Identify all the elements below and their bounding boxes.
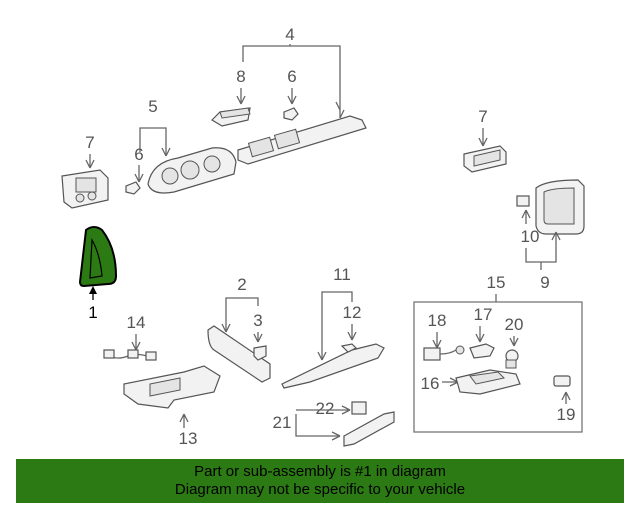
harness-part-14	[103, 349, 157, 361]
bracket-part-3	[253, 345, 267, 361]
bulb-part-20	[505, 349, 519, 369]
switch-part-18	[423, 345, 465, 361]
callout-9: 9	[540, 273, 549, 292]
cluster-bezel-part-5	[147, 147, 237, 194]
callout-5-group: 5 6	[134, 97, 171, 183]
clip-part-22	[351, 401, 367, 415]
callout-10: 10	[521, 227, 540, 246]
callout-4: 4	[285, 25, 294, 44]
housing-part-16	[455, 369, 521, 395]
clip-part-6a	[125, 181, 141, 195]
callout-1: 1	[88, 303, 97, 322]
callout-7b-group: 7	[478, 107, 488, 147]
bolster-part-2	[207, 325, 271, 383]
vent-part-8	[211, 107, 251, 127]
banner-line-1: Part or sub-assembly is #1 in diagram	[194, 463, 446, 480]
glovebox-part-9	[535, 179, 585, 235]
info-banner: Part or sub-assembly is #1 in diagram Di…	[16, 459, 624, 503]
group-15-box	[413, 301, 583, 433]
callout-17: 17	[474, 305, 493, 324]
callout-14: 14	[127, 313, 146, 332]
sill-plate-part-21	[343, 411, 395, 447]
callout-18: 18	[428, 311, 447, 330]
part-1-highlighted: 1	[78, 226, 118, 322]
callout-4-group: 4 8 6	[236, 25, 345, 119]
banner-line-2: Diagram may not be specific to your vehi…	[174, 481, 466, 498]
callout-19: 19	[557, 405, 576, 424]
callout-11: 11	[333, 265, 351, 284]
clip-part-6b	[283, 107, 299, 121]
callout-11-12-group: 11 12	[317, 265, 362, 361]
callout-5: 5	[148, 97, 157, 116]
vent-part-7b	[463, 145, 507, 173]
callout-15: 15	[487, 273, 506, 292]
callout-15-group: 15	[413, 273, 583, 433]
callout-9-10-group: 10 9	[521, 209, 561, 292]
callout-2-3-group: 2 3	[221, 275, 263, 343]
parts-diagram: 4 8 6 5 6 7	[61, 25, 585, 448]
callout-16-group: 16	[421, 374, 459, 393]
clip-part-12	[340, 343, 358, 353]
callout-12: 12	[343, 303, 362, 322]
latch-part-10	[516, 195, 530, 207]
callout-18-group: 18	[428, 311, 447, 349]
callout-8: 8	[236, 67, 245, 86]
callout-20-group: 20	[505, 315, 524, 347]
callout-7b: 7	[478, 107, 487, 126]
callout-6b: 6	[287, 67, 296, 86]
center-bezel-part-7	[61, 169, 109, 209]
callout-14-group: 14	[127, 313, 146, 351]
callout-17-group: 17	[474, 305, 493, 343]
callout-3: 3	[253, 311, 262, 330]
switch-part-17	[469, 343, 495, 359]
callout-6a: 6	[134, 145, 143, 164]
callout-7a-group: 7	[85, 133, 95, 169]
callout-20: 20	[505, 315, 524, 334]
callout-7a: 7	[85, 133, 94, 152]
callout-2: 2	[237, 275, 246, 294]
callout-21-22-group: 21 22	[273, 399, 351, 441]
carrier-part-13: 13	[123, 365, 221, 448]
callout-21: 21	[273, 413, 292, 432]
callout-13: 13	[179, 429, 198, 448]
callout-22: 22	[316, 399, 335, 418]
callout-16: 16	[421, 374, 440, 393]
lamp-part-19: 19	[553, 375, 576, 424]
trim-part-11	[281, 343, 385, 389]
dash-pad-part-4	[237, 115, 367, 165]
